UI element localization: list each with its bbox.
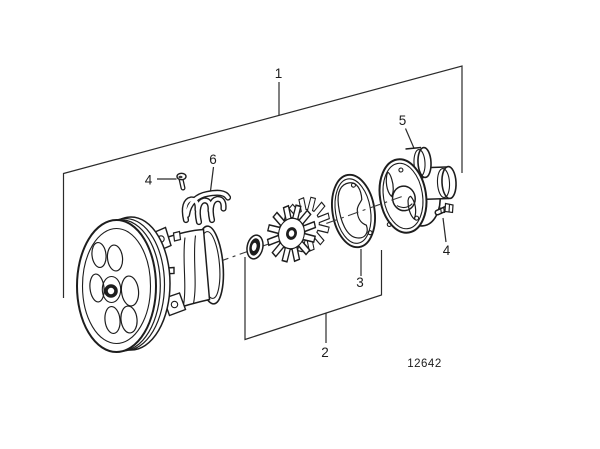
- leader-line-6: [209, 166, 215, 192]
- leader-line-4-right: [442, 217, 447, 243]
- pulley-hole: [106, 244, 124, 272]
- pulley-hole: [89, 273, 105, 303]
- cover-flange: [378, 158, 428, 234]
- gasket-hole: [367, 230, 373, 236]
- pulley: [76, 216, 171, 353]
- callout-label-3: 3: [356, 275, 364, 290]
- bracket-2-line: [244, 250, 383, 341]
- callout-1-bracket: [62, 65, 463, 298]
- washer-dark-band: [249, 238, 261, 256]
- gasket-hole: [350, 182, 357, 188]
- callout-label-5: 5: [399, 113, 407, 128]
- impeller-front-face: [266, 204, 317, 263]
- callout-2-bracket: [244, 250, 383, 343]
- callout-label-4-left: 4: [145, 173, 153, 188]
- callout-label-4-right: 4: [443, 243, 451, 258]
- pulley-front-face: [76, 219, 157, 353]
- cover-screw-hole: [414, 215, 420, 221]
- pulley-hole: [91, 241, 107, 269]
- cover-screw-hole: [398, 167, 404, 173]
- drawing-number: 12642: [407, 358, 441, 370]
- bracket-1-line: [62, 65, 463, 298]
- pump-body: [150, 225, 225, 317]
- cover-screw-hole: [386, 221, 392, 228]
- washer-bore: [251, 242, 257, 251]
- gasket: [331, 173, 376, 249]
- gasket-inner-cutout: [337, 182, 368, 239]
- pulley-hub-bore: [104, 284, 118, 298]
- pump-cover: [378, 146, 457, 234]
- clamp-fork: [181, 189, 232, 226]
- pulley-hole: [120, 305, 138, 334]
- callout-label-2: 2: [321, 345, 329, 360]
- impeller: [266, 196, 330, 263]
- pulley-hole: [104, 305, 121, 335]
- pulley-hole: [120, 275, 140, 307]
- screw-left: [176, 172, 187, 191]
- pulley-hub: [101, 275, 122, 304]
- pump-top-stud: [172, 230, 182, 242]
- impeller-bore: [286, 227, 297, 240]
- callout-label-6: 6: [209, 152, 217, 167]
- callout-label-1: 1: [275, 66, 283, 81]
- washer: [246, 234, 264, 260]
- screw-right: [434, 202, 454, 216]
- cover-kidney-slot-left: [385, 171, 394, 198]
